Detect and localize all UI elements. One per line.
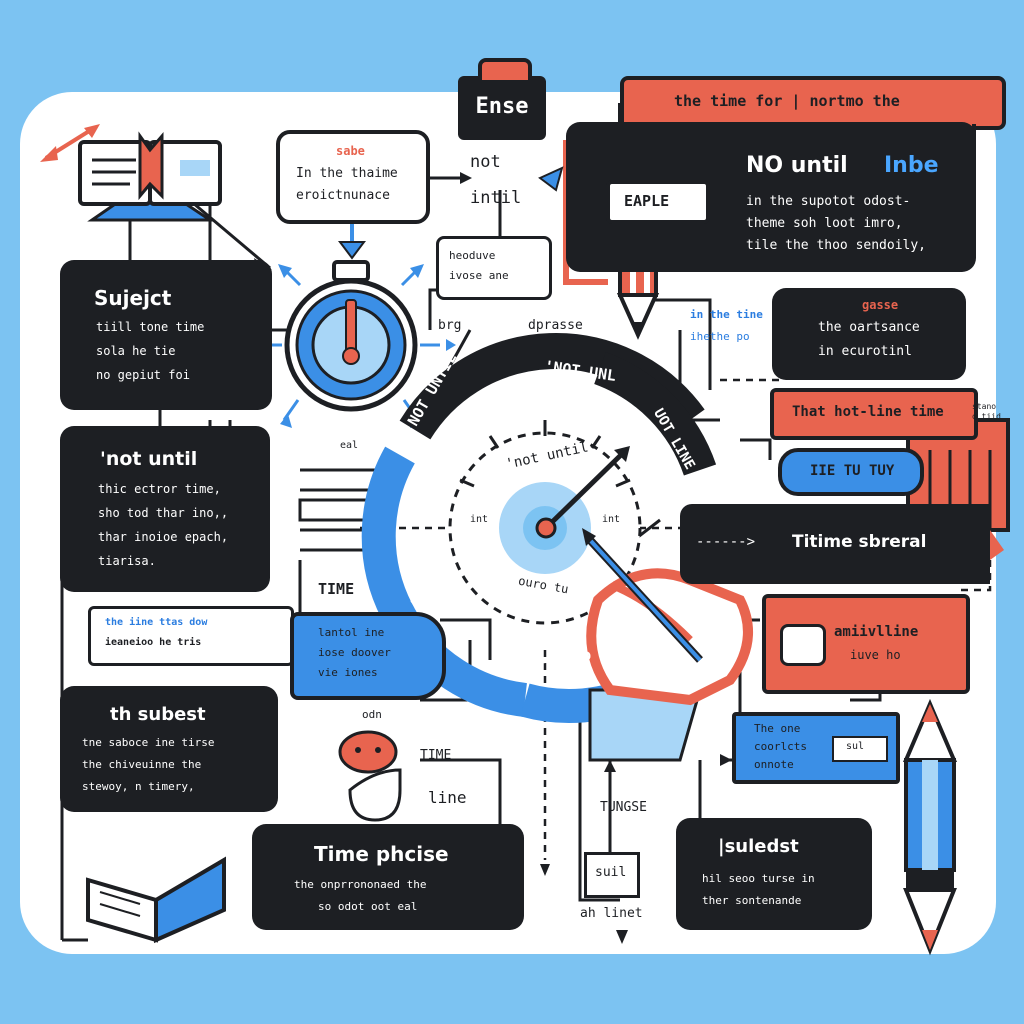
small-face-icon [338,730,402,822]
tiny-box: stano o tiid [972,402,1001,421]
timeline-bar: ------> Titime sbreral [680,504,990,584]
clock-caption: eal [340,440,359,451]
dprasse-label: dprasse [528,318,583,333]
time-line-bottom: line [428,788,467,807]
odn-label: odn [362,708,382,721]
eaple-tag: EAPLE [606,180,710,224]
connector-not: not [470,152,501,172]
stopwatch-icon [284,260,418,412]
not-until-card: 'not until thic ectror time, sho tod tha… [60,426,270,592]
pencil-icon-2 [902,698,958,956]
dial-label-inner-right: int [602,514,621,525]
connector-intil: intil [470,188,522,208]
suledst-card: |suledst hil seoo turse in ther sontenan… [676,818,872,930]
suil-box: suil [584,852,640,898]
blue-box: lantol ine iose doover vie iones [290,612,446,700]
brg-label: brg [438,318,462,333]
top-tag: Ense [458,76,546,140]
mini-label-box: the iine ttas dow ieaneioo he tris [88,606,294,666]
tu-tuy-pill: IIE TU TUY [778,448,924,496]
sabe-box: sabe In the thaime eroictnunace [276,130,430,224]
subject-card: Sujejct tiill tone time sola he tie no g… [60,260,272,410]
hand-holding-pen-icon [582,528,753,762]
clock-rays [262,268,440,421]
gasse-card: gasse the oartsance in ecurotinl [772,288,966,380]
in-the-tine-label: in the tine [690,308,763,321]
open-book-icon [78,131,222,222]
banner-top: the time for | nortmo the [620,76,1006,130]
tungse-label: TUNGSE [600,800,647,815]
time-line-top: TIME [420,748,452,763]
amiivline-tag: amiivlline iuve ho [762,594,970,694]
subest-card: th subest tne saboce ine tirse the chive… [60,686,278,812]
time-phrase-card: Time phcise the onprrononaed the so odot… [252,824,524,930]
briefcase-tag-icon [478,58,532,80]
open-book-icon-2 [86,856,226,944]
one-box: The one coorlcts onnote sul [732,712,900,784]
bottom-label: ah linet [580,906,643,921]
time-label: TIME [318,580,355,598]
dial-label-inner-left: int [470,514,489,525]
hot-line-tag: That hot-line time [770,388,978,440]
heoduve-box: heoduve ivose ane [436,236,552,300]
